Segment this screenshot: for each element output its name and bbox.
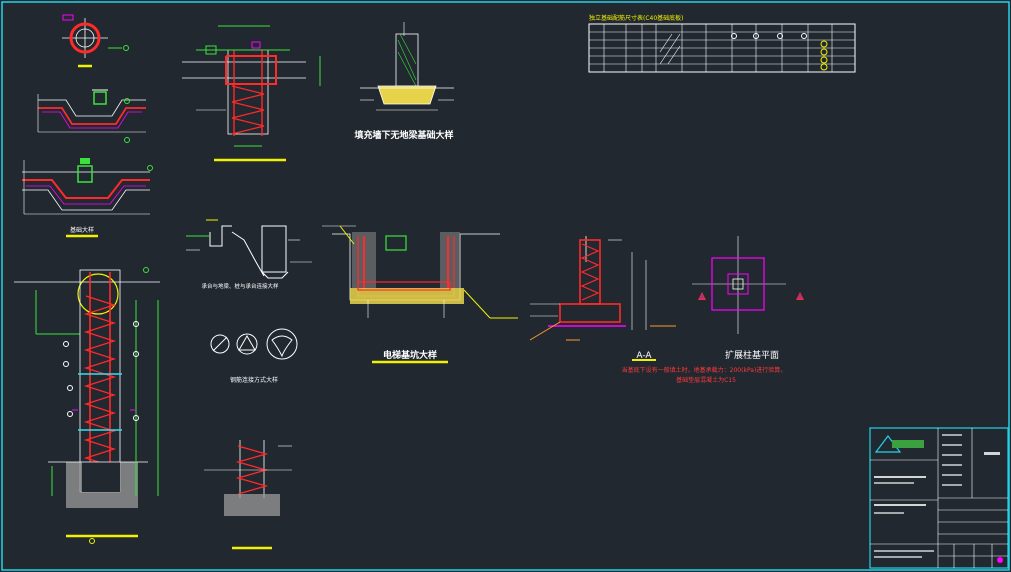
section-marker-right: A	[798, 294, 803, 301]
company-logo-icon	[874, 435, 924, 453]
footing-schedule-table: 独立基础配筋尺寸表(C40基础底板)	[588, 14, 856, 73]
note-small-3: 钢筋连接方式大样	[230, 376, 278, 384]
title-block	[869, 427, 1009, 569]
detail-footing-plan: A A 扩展柱基平面 当基底下设有一般填土时，地基承载力：200(kPa)进行验…	[622, 236, 804, 384]
section-marker-left: A	[700, 294, 705, 301]
detail-slab-pit-large: 基础大样	[22, 158, 153, 238]
note-red-2: 基础垫层混凝土为C15	[676, 376, 736, 384]
detail-fill-wall-footing: 填充墙下无地梁基础大样	[354, 22, 454, 141]
section-aa-label: A-A	[636, 351, 652, 361]
detail-elevator-pit: 电梯基坑大样	[322, 225, 518, 364]
detail-pile-base-small	[204, 440, 292, 550]
note-small-2: 承台与地梁、桩与承台连接大样	[201, 282, 279, 290]
note-small-1: 基础大样	[70, 226, 94, 234]
detail-cap-tie-beam: 承台与地梁、桩与承台连接大样	[186, 219, 312, 290]
table-title: 独立基础配筋尺寸表(C40基础底板)	[589, 14, 684, 22]
detail-pile-elevation	[14, 267, 160, 544]
note-red-1: 当基底下设有一般填土时，地基承载力：200(kPa)进行验算，	[622, 366, 787, 374]
detail-rebar-symbols: 钢筋连接方式大样	[210, 328, 298, 384]
detail-column-joint	[182, 25, 321, 162]
detail-fill-wall-title: 填充墙下无地梁基础大样	[354, 129, 453, 141]
detail-footing-section: A-A	[529, 236, 676, 361]
detail-pile-circle	[62, 14, 129, 68]
detail-elevator-pit-title: 电梯基坑大样	[383, 349, 437, 361]
footing-plan-title: 扩展柱基平面	[725, 349, 779, 361]
detail-slab-pit	[37, 89, 146, 143]
